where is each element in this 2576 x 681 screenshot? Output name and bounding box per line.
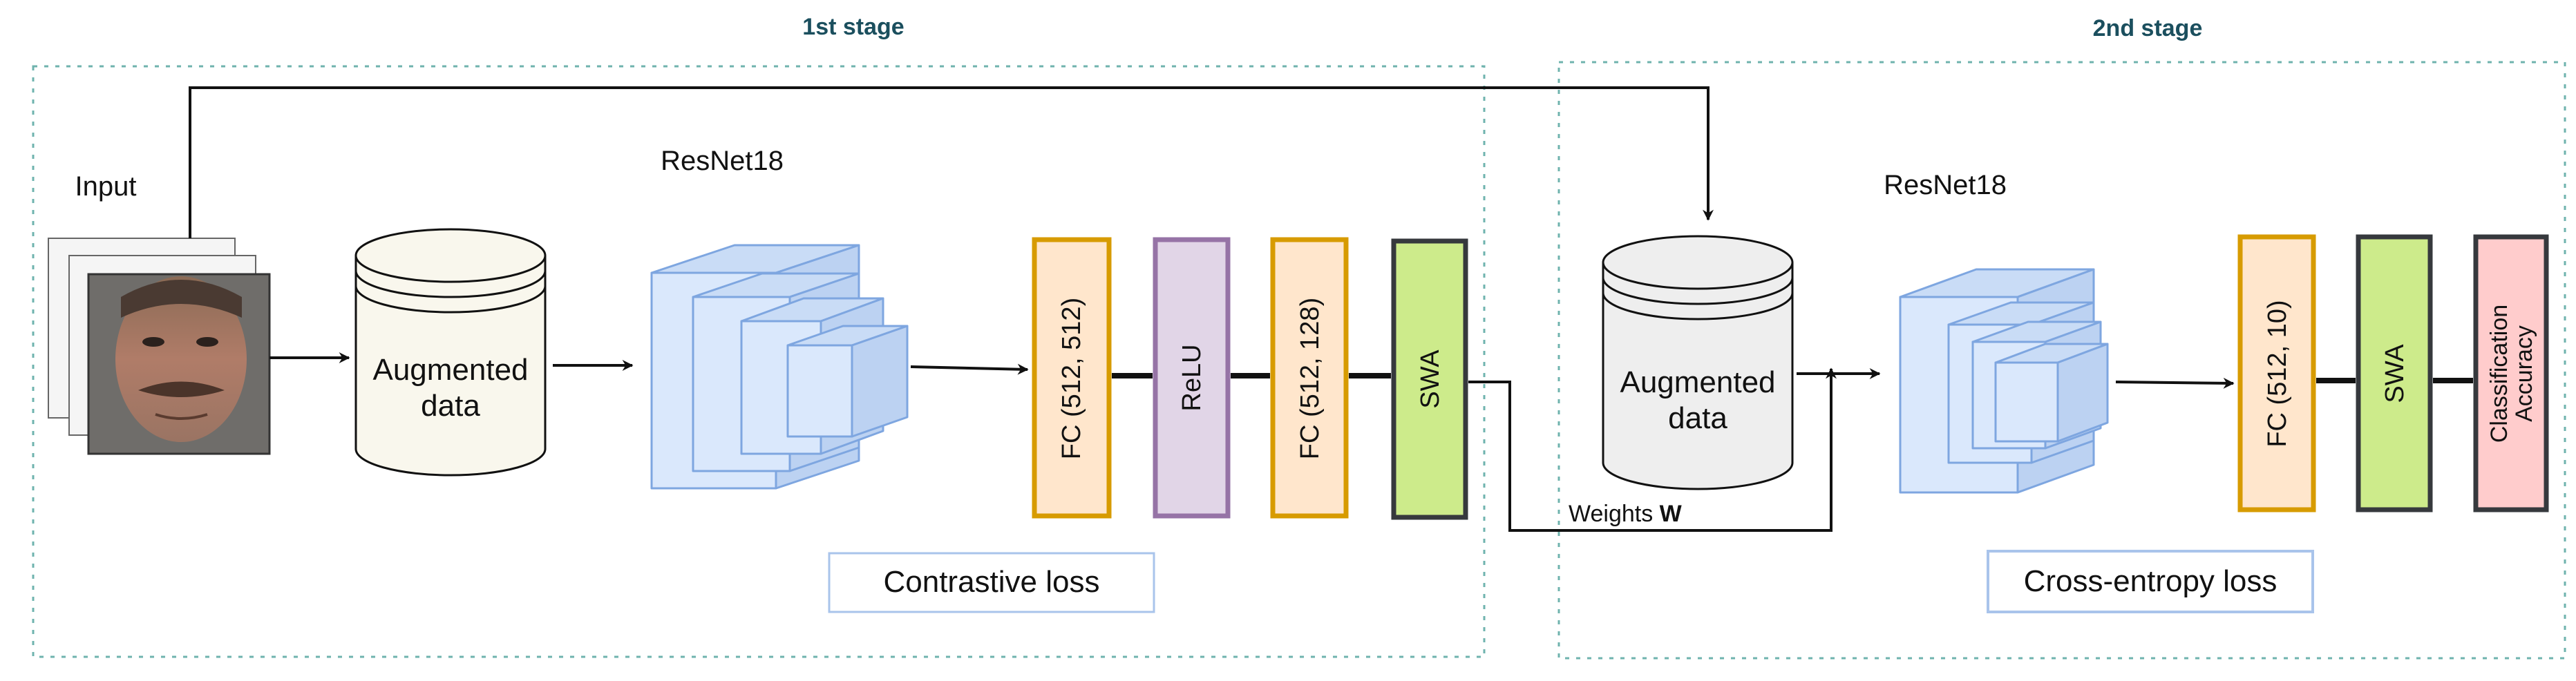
resnet18-label-2: ResNet18 bbox=[1884, 170, 2007, 200]
arrow-weights-transfer bbox=[1468, 367, 1837, 532]
arrow-resnet-to-fc-2 bbox=[2115, 377, 2235, 389]
augmented-data-cylinder-1 bbox=[354, 228, 547, 477]
augmented-data-label-2-line1: Augmented bbox=[1620, 365, 1775, 399]
swa-label-2: SWA bbox=[2380, 344, 2409, 403]
swa-block-1 bbox=[1391, 238, 1468, 520]
classification-accuracy-block bbox=[2473, 234, 2549, 512]
resnet18-block-1 bbox=[650, 244, 909, 490]
face-photo bbox=[87, 273, 271, 455]
augmented-data-label-1-line2: data bbox=[421, 389, 480, 423]
augmented-data-label-1-line1: Augmented bbox=[372, 353, 528, 387]
fc-512-512-block bbox=[1032, 237, 1112, 519]
resnet18-block-2 bbox=[1899, 268, 2109, 494]
fc-512-10-block bbox=[2237, 234, 2316, 512]
classification-accuracy-label-line2: Accuracy bbox=[2511, 325, 2537, 422]
weights-symbol: W bbox=[1660, 501, 1683, 527]
cross-entropy-loss-label: Cross-entropy loss bbox=[2024, 564, 2277, 598]
contrastive-loss-label: Contrastive loss bbox=[883, 565, 1099, 599]
swa-label-1: SWA bbox=[1416, 349, 1445, 409]
cross-entropy-loss-box bbox=[1987, 550, 2314, 613]
weights-text: Weights bbox=[1569, 501, 1660, 527]
swa-block-2 bbox=[2356, 234, 2433, 512]
stage1-title: 1st stage bbox=[802, 14, 904, 40]
fc-512-10-label: FC (512, 10) bbox=[2263, 300, 2292, 447]
input-label: Input bbox=[75, 171, 137, 202]
resnet1-layer-4 bbox=[786, 325, 909, 438]
arrow-input-to-stage2-augmented bbox=[189, 86, 1714, 238]
augmented-data-cylinder-2 bbox=[1602, 235, 1794, 490]
weights-label: Weights W bbox=[1569, 501, 1683, 527]
stage1-frame bbox=[32, 65, 1486, 658]
fc-512-128-block bbox=[1270, 237, 1349, 519]
resnet18-label-1: ResNet18 bbox=[661, 146, 784, 176]
fc-512-512-label: FC (512, 512) bbox=[1057, 298, 1086, 459]
input-image-stack bbox=[48, 238, 271, 455]
augmented-data-label-2-line2: data bbox=[1668, 401, 1727, 435]
relu-block bbox=[1153, 237, 1231, 519]
resnet2-layer-4 bbox=[1994, 343, 2109, 443]
contrastive-loss-box bbox=[828, 552, 1155, 613]
stage2-title: 2nd stage bbox=[2093, 15, 2203, 41]
classification-accuracy-label-line1: Classification bbox=[2486, 305, 2512, 443]
arrow-resnet-to-fc bbox=[910, 363, 1029, 375]
fc-512-128-label: FC (512, 128) bbox=[1296, 298, 1325, 459]
relu-label: ReLU bbox=[1177, 344, 1206, 411]
